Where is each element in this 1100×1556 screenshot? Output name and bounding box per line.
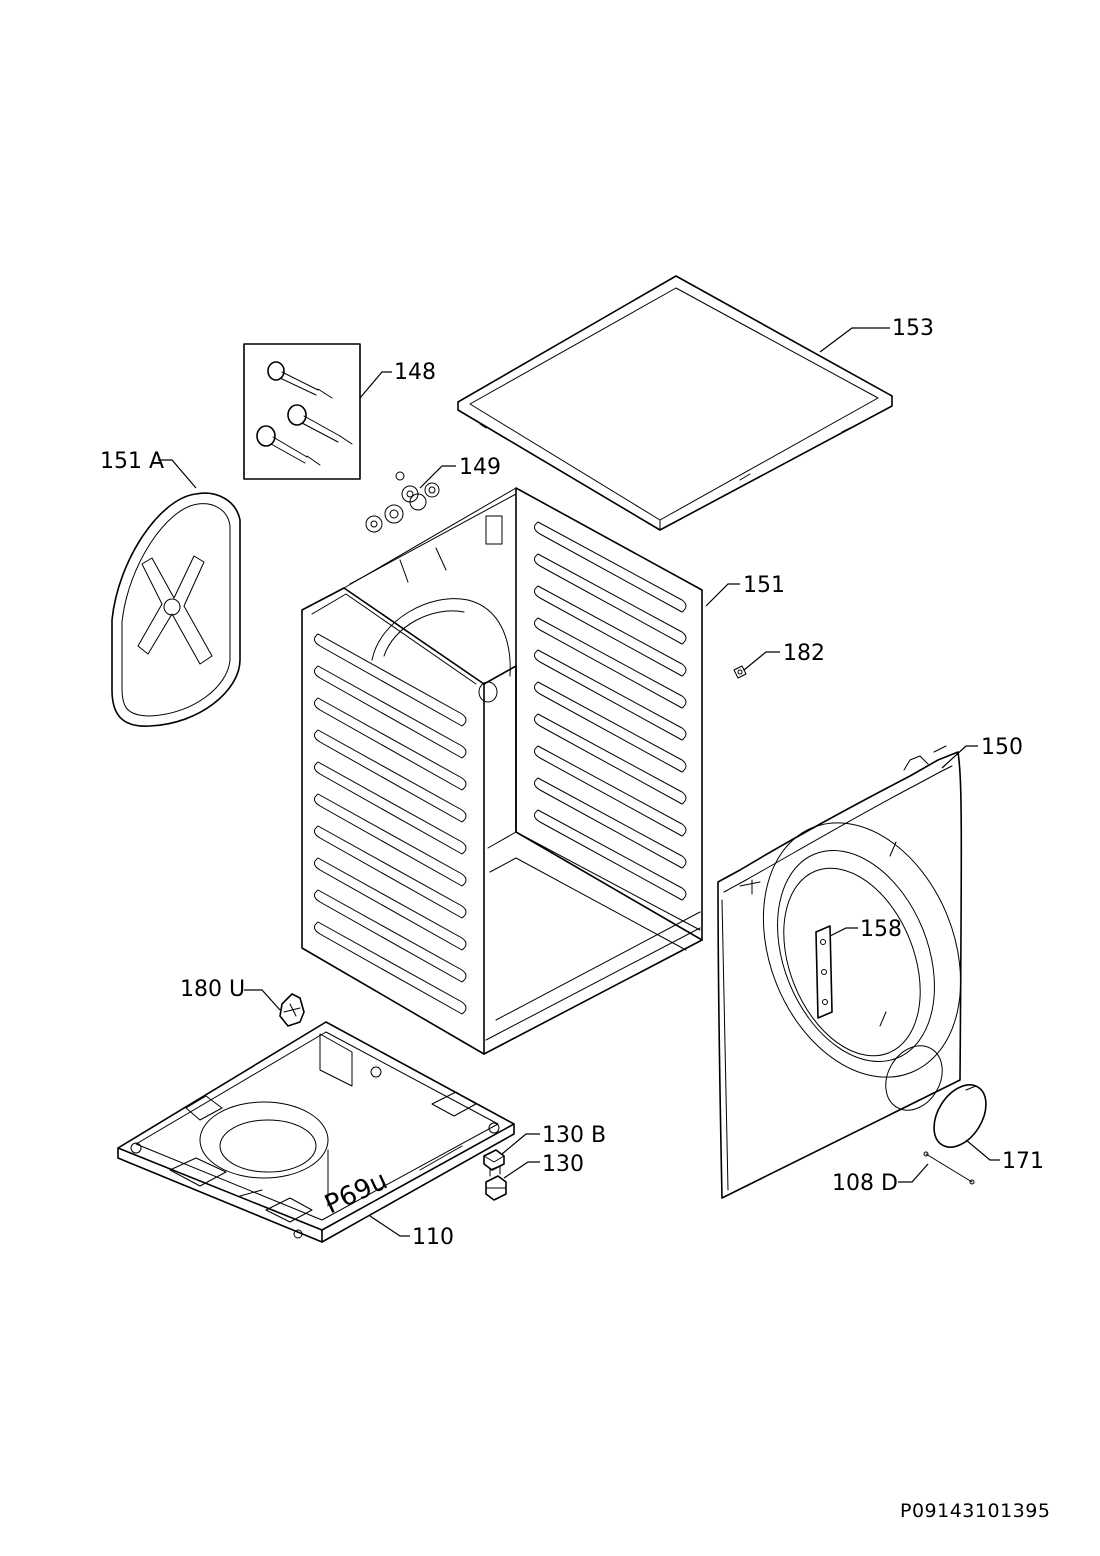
callout-148: 148 [394, 360, 436, 385]
leader-180u [244, 989, 281, 1011]
callout-158: 158 [860, 917, 902, 942]
callout-171: 171 [1002, 1149, 1044, 1174]
callout-149: 149 [459, 455, 501, 480]
leader-110 [369, 1215, 410, 1237]
part-130-foot [485, 1165, 507, 1201]
grommet-icon [409, 493, 427, 511]
leader-130 [503, 1161, 540, 1179]
part-148-transport-bolts [243, 343, 361, 480]
part-180u-fitting [279, 993, 305, 1027]
panel-ribs [534, 521, 687, 901]
leader-151a [158, 459, 197, 489]
callout-151a: 151 A [100, 449, 164, 474]
transport-bolt-icon [267, 361, 333, 399]
part-151a-back-panel [111, 492, 241, 727]
part-149-fittings [365, 471, 440, 533]
part-110-base-plate: P69u [117, 1021, 515, 1243]
callout-182: 182 [783, 641, 825, 666]
leader-148 [359, 371, 392, 399]
grommet-icon [424, 482, 440, 498]
callout-153: 153 [892, 316, 934, 341]
part-150-front-panel [717, 745, 963, 1199]
leader-153 [819, 327, 890, 353]
leader-158 [829, 927, 858, 937]
callout-108d: 108 D [832, 1171, 898, 1196]
part-151-cabinet [301, 487, 703, 1055]
leader-151 [705, 583, 740, 607]
grommet-icon [384, 504, 404, 524]
callout-151: 151 [743, 573, 785, 598]
document-id: P09143101395 [900, 1500, 1050, 1522]
leader-150 [941, 745, 978, 769]
leader-182 [743, 651, 780, 671]
grommet-icon [365, 515, 383, 533]
callout-180u: 180 U [180, 977, 245, 1002]
leader-108d [898, 1163, 929, 1183]
callout-150: 150 [981, 735, 1023, 760]
part-130b-foot [483, 1149, 505, 1171]
transport-bolt-icon [256, 425, 321, 466]
leader-149 [419, 465, 456, 489]
part-182-clip [733, 665, 747, 679]
callout-labels: 153 148 151 A 149 151 182 150 158 180 U … [100, 316, 1044, 1250]
leader-171 [965, 1139, 1000, 1161]
part-153-top-lid [457, 275, 893, 531]
part-108d-screw [923, 1151, 975, 1185]
callout-130: 130 [542, 1152, 584, 1177]
part-171-filter-cover [933, 1084, 987, 1148]
callout-130b: 130 B [542, 1123, 606, 1148]
panel-ribs [314, 633, 467, 1015]
callout-110: 110 [412, 1225, 454, 1250]
leader-130b [501, 1133, 540, 1155]
part-158-hinge-plate [815, 925, 833, 1019]
transport-bolt-icon [287, 404, 353, 445]
